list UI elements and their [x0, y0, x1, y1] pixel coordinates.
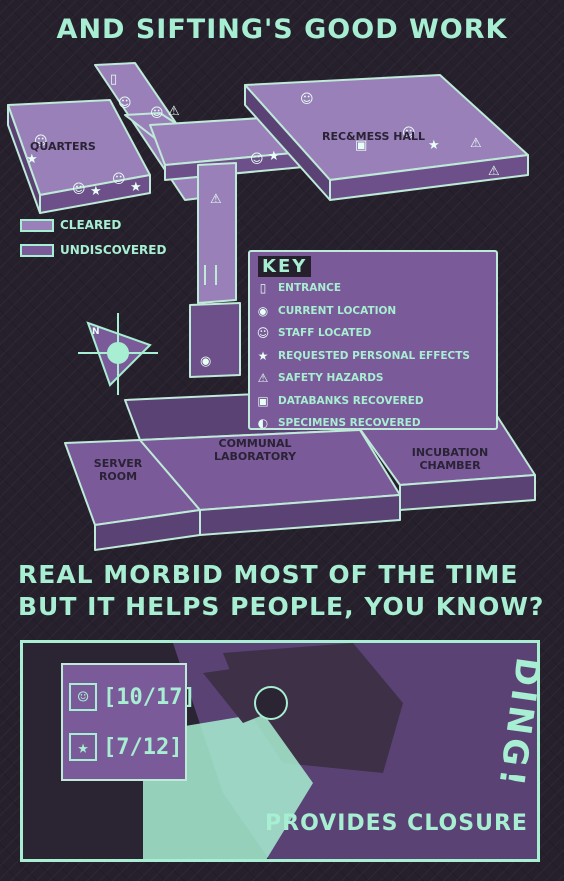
- svg-text:☺: ☺: [72, 182, 86, 197]
- svg-text:☺: ☺: [402, 126, 416, 141]
- staff-icon: ☺: [256, 326, 270, 341]
- key-item: ◉ CURRENT LOCATION: [256, 300, 490, 323]
- key-item-label: CURRENT LOCATION: [278, 304, 397, 317]
- compass-icon: [78, 313, 158, 395]
- legend-cleared-label: CLEARED: [60, 218, 122, 232]
- current-location-icon: ◉: [257, 303, 269, 318]
- staff-count-row: ☺ [10/17]: [69, 683, 196, 711]
- entrance-icon: ▯: [259, 281, 267, 296]
- legend-undiscovered: UNDISCOVERED: [20, 243, 166, 257]
- effects-count: [7/12]: [103, 734, 183, 760]
- specimen-icon: ◐: [257, 416, 269, 431]
- key-item-label: ENTRANCE: [278, 282, 341, 295]
- svg-text:☺: ☺: [112, 172, 126, 187]
- staff-icon: ☺: [69, 683, 97, 711]
- svg-text:★: ★: [26, 152, 38, 167]
- star-icon: ★: [69, 733, 97, 761]
- closure-caption: PROVIDES CLOSURE: [265, 811, 528, 836]
- svg-text:⚠: ⚠: [168, 104, 180, 119]
- caption-line-1: REAL MORBID MOST OF THE TIME: [18, 560, 519, 589]
- key-item: ▯ ENTRANCE: [256, 277, 490, 300]
- facility-map: ▯ ☺ ☺ ⚠ ☺ ★ ☺ ★ ☺ ★ ☺ ★ ☺ ☺ ▣ ★ ⚠ ⚠ ⚠ ◉: [0, 55, 564, 555]
- svg-text:☺: ☺: [34, 134, 48, 149]
- caption-line-2: BUT IT HELPS PEOPLE, YOU KNOW?: [18, 592, 545, 621]
- key-item: ☺ STAFF LOCATED: [256, 322, 490, 345]
- key-item-label: STAFF LOCATED: [278, 327, 372, 340]
- incubation-label: INCUBATION CHAMBER: [411, 446, 489, 472]
- compass-north-label: N: [92, 327, 100, 337]
- undiscovered-swatch: [20, 243, 54, 257]
- progress-counter: ☺ [10/17] ★ [7/12]: [61, 663, 196, 781]
- key-item: ⚠ SAFETY HAZARDS: [256, 367, 490, 390]
- svg-text:★: ★: [268, 149, 280, 164]
- svg-text:☺: ☺: [150, 106, 164, 121]
- key-item-label: SPECIMENS RECOVERED: [278, 417, 421, 430]
- panel-art: [143, 643, 537, 859]
- current-location-marker: ◉: [200, 354, 211, 369]
- server-room-label: SERVER ROOM: [93, 457, 143, 483]
- lab-label: COMMUNAL LABORATORY: [213, 437, 297, 463]
- legend-cleared: CLEARED: [20, 218, 121, 232]
- key-title: KEY: [258, 256, 312, 277]
- page-title: AND SIFTING'S GOOD WORK: [56, 14, 508, 45]
- rec-hall-label: REC&MESS HALL: [322, 130, 426, 143]
- key-item: ▣ DATABANKS RECOVERED: [256, 390, 490, 413]
- staff-count: [10/17]: [103, 684, 196, 710]
- hazard-icon: ⚠: [257, 371, 269, 386]
- svg-text:⚠: ⚠: [470, 136, 482, 151]
- quarters-label: QUARTERS: [30, 140, 96, 153]
- svg-text:☺: ☺: [300, 92, 314, 107]
- key-item: ★ REQUESTED PERSONAL EFFECTS: [256, 345, 490, 368]
- svg-text:▣: ▣: [355, 138, 367, 153]
- svg-text:⚠: ⚠: [210, 192, 222, 207]
- key-list: ▯ ENTRANCE ◉ CURRENT LOCATION ☺ STAFF LOCATED…: [256, 277, 490, 435]
- cleared-swatch: [20, 218, 54, 232]
- entrance-marker: ▯: [110, 72, 117, 87]
- star-icon: ★: [257, 348, 269, 363]
- vertical-shaft: [197, 162, 237, 304]
- map-key: KEY ▯ ENTRANCE ◉ CURRENT LOCATION ☺ STAFF LOC…: [248, 250, 498, 430]
- svg-text:★: ★: [130, 180, 142, 195]
- key-item-label: REQUESTED PERSONAL EFFECTS: [278, 349, 470, 362]
- databank-icon: ▣: [257, 393, 269, 408]
- svg-text:★: ★: [428, 138, 440, 153]
- svg-text:⚠: ⚠: [488, 164, 500, 179]
- svg-text:☺: ☺: [118, 96, 132, 111]
- svg-text:★: ★: [90, 184, 102, 199]
- key-item-label: DATABANKS RECOVERED: [278, 394, 424, 407]
- effects-count-row: ★ [7/12]: [69, 733, 182, 761]
- comic-panel: ☺ [10/17] ★ [7/12] DING! PROVIDES CLOSUR…: [20, 640, 540, 862]
- key-item: ◐ SPECIMENS RECOVERED: [256, 412, 490, 435]
- svg-text:☺: ☺: [250, 152, 264, 167]
- legend-undiscovered-label: UNDISCOVERED: [60, 243, 167, 257]
- key-item-label: SAFETY HAZARDS: [278, 372, 384, 385]
